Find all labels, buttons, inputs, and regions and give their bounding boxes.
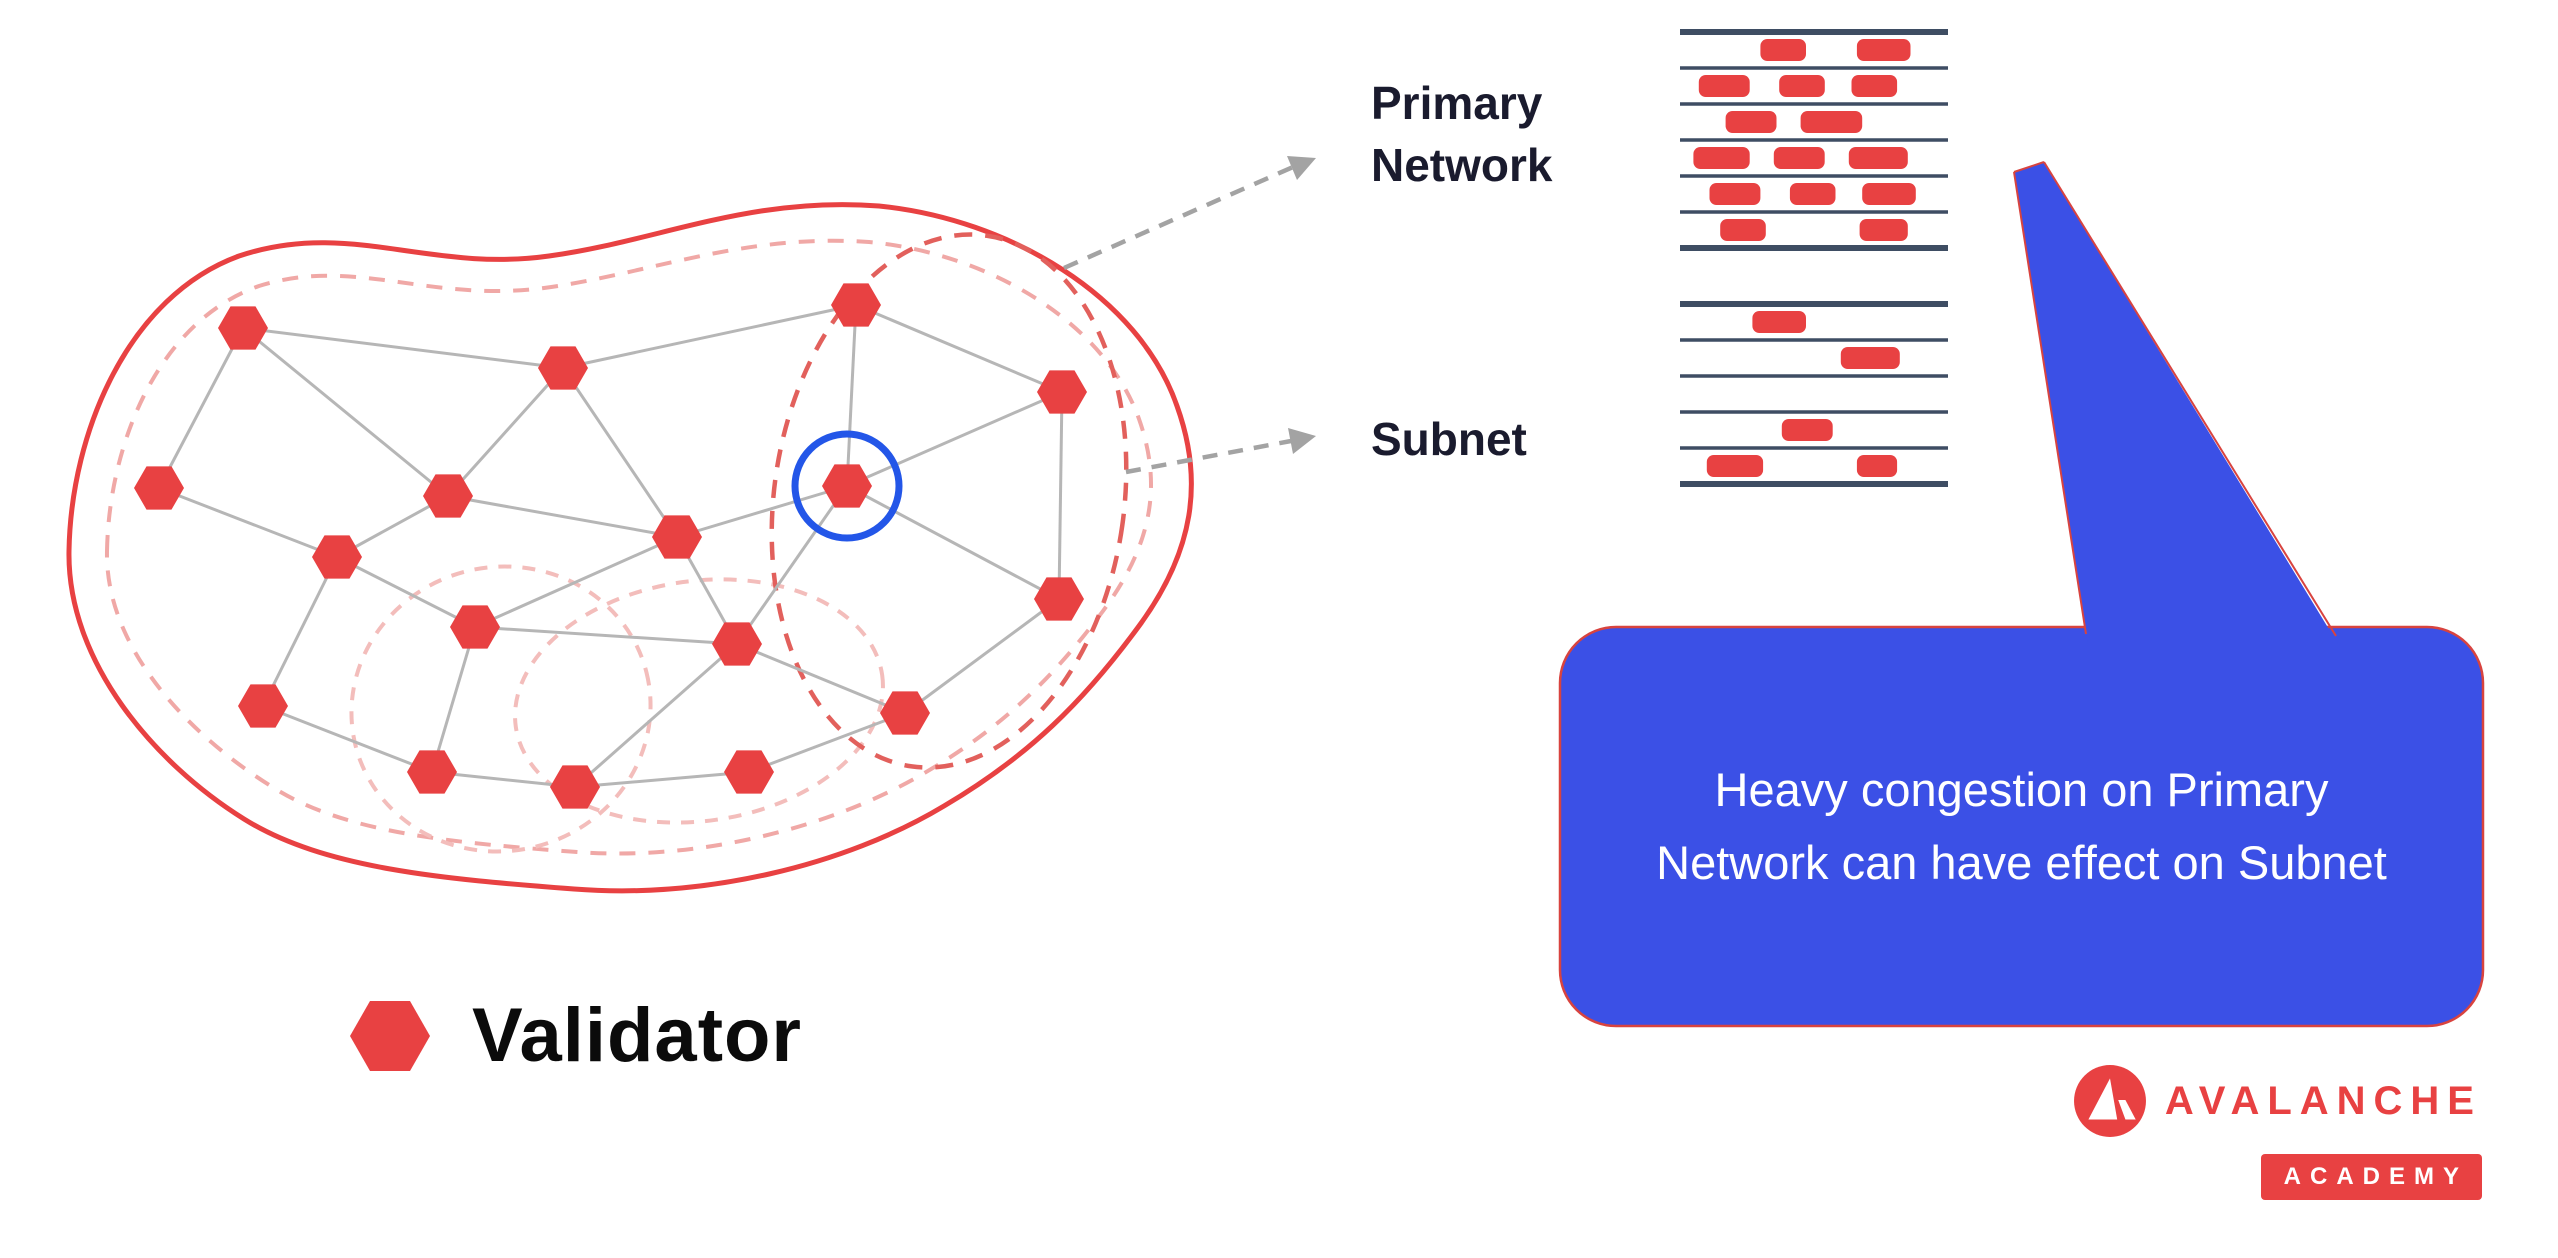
validator-node xyxy=(880,691,930,735)
validator-node xyxy=(822,464,872,508)
validator-node xyxy=(712,622,762,666)
validator-link xyxy=(474,625,738,646)
validator-link xyxy=(446,366,565,498)
validator-link xyxy=(855,303,1063,394)
validator-link xyxy=(261,556,339,707)
validator-link xyxy=(1057,391,1064,600)
validator-link xyxy=(735,485,849,645)
validator-link xyxy=(676,484,848,539)
validator-node xyxy=(1034,577,1084,621)
validator-link xyxy=(561,367,679,538)
block xyxy=(1698,75,1750,97)
validator-link xyxy=(904,597,1060,715)
block xyxy=(1856,455,1898,477)
block xyxy=(1773,147,1825,169)
primary-network-inner-dashed-boundary xyxy=(104,238,1153,856)
validator-link xyxy=(336,555,476,629)
logo-mountain xyxy=(2088,1078,2118,1120)
callout-tail-edge-left xyxy=(2013,171,2087,635)
validator-node xyxy=(423,474,473,518)
block xyxy=(1752,311,1806,333)
subnet-label: Subnet xyxy=(1371,413,1527,465)
validator-link xyxy=(562,303,857,370)
validator-nodes xyxy=(134,283,1087,809)
block xyxy=(1781,419,1833,441)
validator-node xyxy=(238,684,288,728)
validator-link xyxy=(748,711,906,774)
validator-links xyxy=(157,303,1064,789)
validator-link xyxy=(846,390,1063,488)
validator-node xyxy=(538,346,588,390)
validator-network-diagram xyxy=(66,202,1194,894)
validator-link xyxy=(242,326,564,370)
block xyxy=(1709,183,1761,205)
block xyxy=(1725,111,1777,133)
subnet-arrowhead-icon xyxy=(1288,428,1316,454)
validator-link xyxy=(736,642,906,715)
subnet-boundary-wide xyxy=(513,577,885,825)
validator-node xyxy=(218,306,268,350)
hexagon-shape xyxy=(350,1000,430,1071)
validator-node xyxy=(312,535,362,579)
block xyxy=(1856,39,1911,61)
validator-link xyxy=(158,486,338,559)
validator-link xyxy=(262,704,433,774)
validator-hexagon-icon xyxy=(350,1000,430,1071)
validator-node xyxy=(550,765,600,809)
primary-network-label: Primary Network xyxy=(1371,77,1553,192)
subnet-boundary xyxy=(769,232,1129,770)
validator-label: Validator xyxy=(472,993,802,1078)
logo-slash xyxy=(2118,1099,2136,1120)
block xyxy=(1859,219,1908,241)
validator-node xyxy=(134,466,184,510)
validator-link xyxy=(574,770,750,789)
primary-network-arrowhead-icon xyxy=(1287,156,1316,180)
validator-legend: Validator xyxy=(348,992,802,1079)
selected-validator-ring xyxy=(791,430,903,542)
validator-link xyxy=(430,626,477,773)
validator-node xyxy=(652,515,702,559)
block xyxy=(1800,111,1863,133)
validator-link xyxy=(474,535,678,629)
block xyxy=(1840,347,1900,369)
block xyxy=(1862,183,1916,205)
validator-link xyxy=(574,642,738,789)
avalanche-academy-logo: AVALANCHE ACADEMY xyxy=(2073,1064,2482,1200)
validator-link xyxy=(846,484,1060,601)
block xyxy=(1789,183,1836,205)
callout-tail xyxy=(2014,162,2338,644)
validator-link xyxy=(431,770,576,789)
avalanche-wordmark: AVALANCHE xyxy=(2164,1078,2482,1123)
validator-link xyxy=(242,326,449,498)
block xyxy=(1706,455,1764,477)
subnet-boundary-small xyxy=(349,564,653,854)
block xyxy=(1720,219,1766,241)
callout-text: Heavy congestion on Primary Network can … xyxy=(1656,762,2387,889)
academy-badge: ACADEMY xyxy=(2260,1154,2482,1200)
block xyxy=(1779,75,1825,97)
validator-node xyxy=(407,750,457,794)
validator-node xyxy=(831,283,881,327)
blockchain-activity-panel xyxy=(1680,29,1948,487)
validator-node xyxy=(450,605,500,649)
callout-tail-edge-top xyxy=(2013,161,2045,173)
validator-link xyxy=(157,327,245,489)
avalanche-logo-row: AVALANCHE xyxy=(2073,1064,2482,1138)
avalanche-logo-icon xyxy=(2073,1065,2146,1137)
block xyxy=(1851,75,1898,97)
block xyxy=(1693,147,1750,169)
validator-link xyxy=(447,494,678,539)
validator-link xyxy=(845,304,858,487)
callout-tail-edge-right xyxy=(2043,161,2337,637)
block xyxy=(1760,39,1806,61)
validator-node xyxy=(724,750,774,794)
block xyxy=(1848,147,1908,169)
validator-node xyxy=(1037,370,1087,414)
